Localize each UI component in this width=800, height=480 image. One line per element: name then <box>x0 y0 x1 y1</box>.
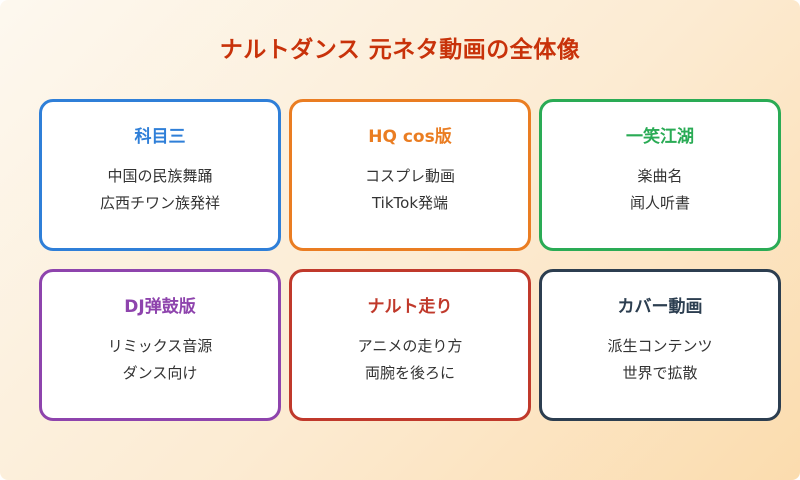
card-line: 派生コンテンツ <box>607 337 713 355</box>
card-line: 両腕を後ろに <box>364 364 455 382</box>
diagram-title: ナルトダンス 元ネタ動画の全体像 <box>219 37 581 63</box>
card-title: HQ cos版 <box>368 127 452 147</box>
card-line: コスプレ動画 <box>364 167 455 185</box>
card-kamoku-san: 科目三 中国の民族舞踊 広西チワン族発祥 <box>39 99 281 251</box>
card-line: 楽曲名 <box>637 167 683 185</box>
card-hq-cos: HQ cos版 コスプレ動画 TikTok発端 <box>289 99 531 251</box>
card-line: 闻人听書 <box>629 194 690 212</box>
card-line: アニメの走り方 <box>357 337 463 355</box>
card-naruto-run: ナルト走り アニメの走り方 両腕を後ろに <box>289 269 531 421</box>
card-cover-video: カバー動画 派生コンテンツ 世界で拡散 <box>539 269 781 421</box>
card-title: DJ弹鼓版 <box>124 297 196 317</box>
card-yixiao-jianghu: 一笑江湖 楽曲名 闻人听書 <box>539 99 781 251</box>
card-dj-remix: DJ弹鼓版 リミックス音源 ダンス向け <box>39 269 281 421</box>
card-description: 楽曲名 闻人听書 <box>542 163 778 217</box>
card-description: アニメの走り方 両腕を後ろに <box>292 333 528 387</box>
card-description: リミックス音源 ダンス向け <box>42 333 278 387</box>
card-description: コスプレ動画 TikTok発端 <box>292 163 528 217</box>
card-line: 広西チワン族発祥 <box>99 194 220 212</box>
card-description: 派生コンテンツ 世界で拡散 <box>542 333 778 387</box>
card-title: 一笑江湖 <box>626 127 694 147</box>
card-line: 中国の民族舞踊 <box>107 167 213 185</box>
card-title: 科目三 <box>134 127 186 147</box>
card-line: ダンス向け <box>122 364 198 382</box>
card-title: カバー動画 <box>617 297 703 317</box>
card-line: 世界で拡散 <box>622 364 698 382</box>
card-title: ナルト走り <box>367 297 453 317</box>
card-line: リミックス音源 <box>107 337 213 355</box>
card-line: TikTok発端 <box>371 194 449 212</box>
card-description: 中国の民族舞踊 広西チワン族発祥 <box>42 163 278 217</box>
